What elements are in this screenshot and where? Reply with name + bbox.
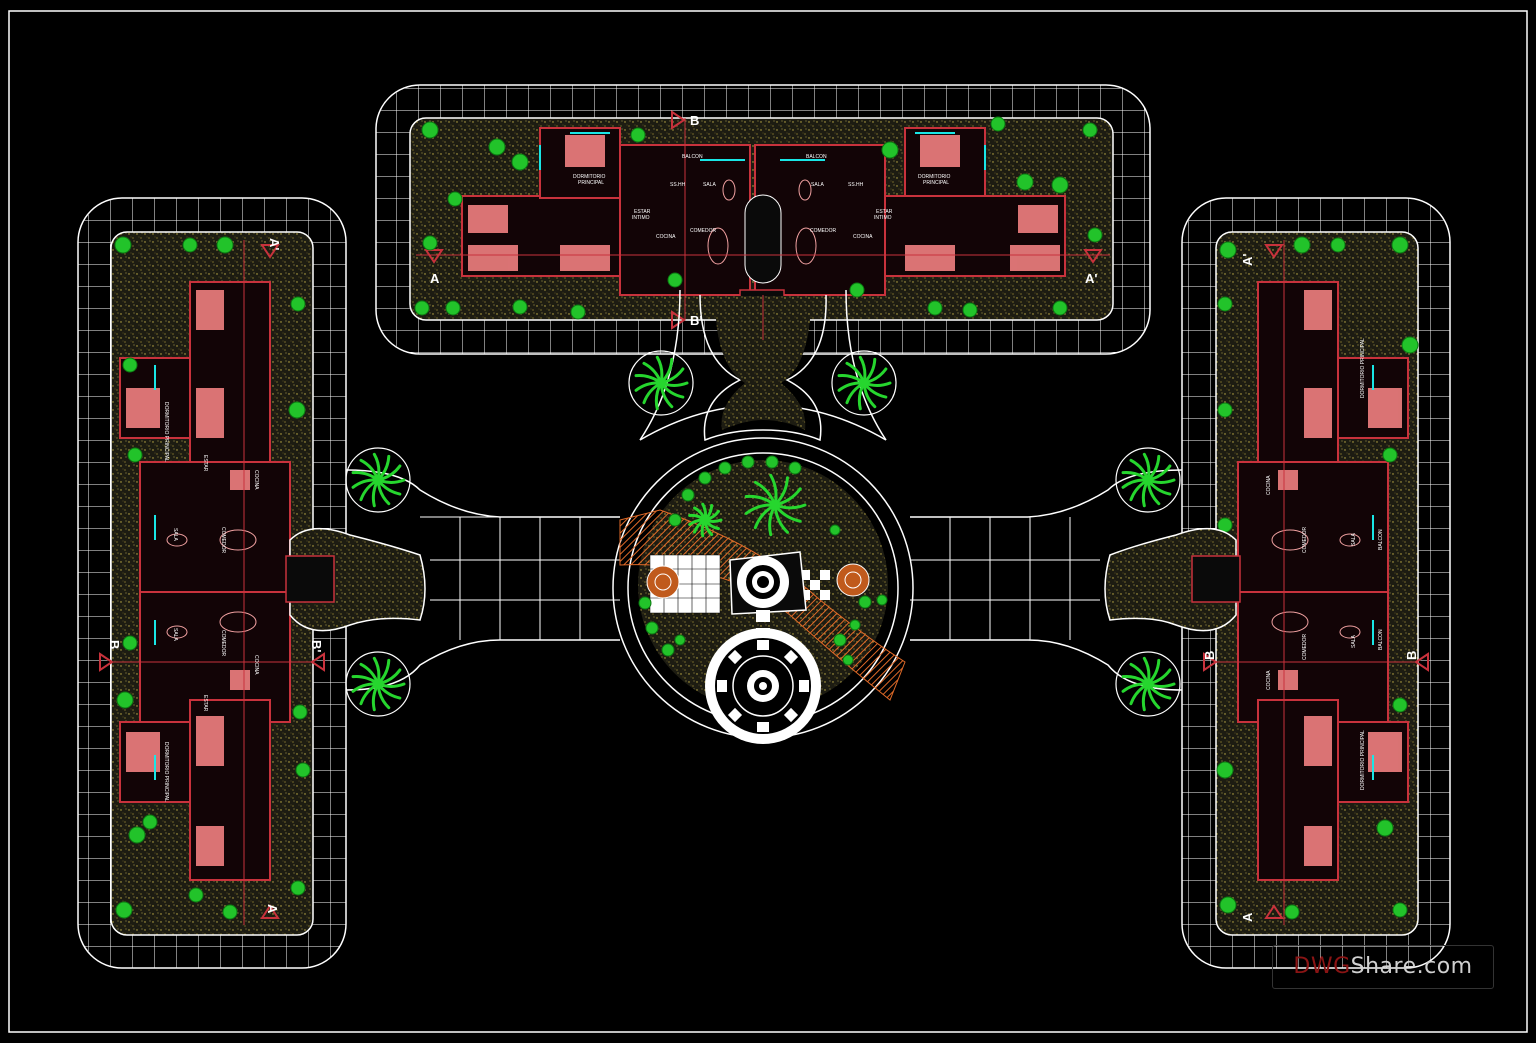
room-label: DORMITORIO PRINCIPAL — [163, 402, 169, 462]
palm-trunk — [770, 500, 780, 510]
left-planter — [289, 527, 426, 632]
room-label: BALCON — [682, 154, 703, 160]
room-label: SALA — [703, 182, 716, 188]
room-label: DORMITORIO — [573, 174, 606, 180]
room-label: SALA — [1351, 635, 1357, 648]
top-building-block: BALCON BALCON DORMITORIO PRINCIPAL DORMI… — [375, 84, 1151, 355]
room-label: BALCON — [1378, 529, 1384, 550]
palm-trunk — [373, 475, 383, 485]
palm-trunk — [1143, 679, 1153, 689]
right-planter — [1104, 527, 1237, 632]
room-label: SS.HH — [670, 182, 686, 188]
room-label: COMEDOR — [810, 228, 837, 234]
watermark: DWGShare.com — [1272, 945, 1494, 989]
room-label: DORMITORIO PRINCIPAL — [163, 742, 169, 802]
room-label: COMEDOR — [690, 228, 717, 234]
section-mark: B' — [309, 640, 324, 652]
hedge-dots — [638, 455, 888, 666]
section-mark: B — [1202, 651, 1217, 660]
section-mark: A — [1240, 912, 1255, 922]
section-mark: A' — [267, 238, 282, 250]
room-label: PRINCIPAL — [578, 180, 604, 186]
room-label: BALCON — [1378, 629, 1384, 650]
room-label: DORMITORIO PRINCIPAL — [1360, 730, 1366, 790]
room-label: PRINCIPAL — [923, 180, 949, 186]
shrub-group — [1216, 236, 1419, 920]
section-mark: A' — [1085, 271, 1097, 286]
palm-trunk — [373, 679, 383, 689]
palm-trunk — [859, 378, 869, 388]
section-mark: A — [430, 271, 440, 286]
room-label: SALA — [811, 182, 824, 188]
palm-trunk — [656, 378, 666, 388]
room-label: COMEDOR — [220, 527, 226, 554]
shrub-group — [114, 236, 311, 920]
section-mark: B — [690, 113, 699, 128]
room-label: COCINA — [1266, 670, 1272, 690]
room-label: INTIMO — [632, 215, 650, 221]
watermark-brand-a: DWG — [1293, 954, 1351, 979]
room-label: ESTAR — [202, 455, 208, 472]
room-label: DORMITORIO — [918, 174, 951, 180]
room-label: ESTAR — [876, 209, 893, 215]
room-label: BALCON — [806, 154, 827, 160]
palm-tree-group — [345, 350, 1181, 717]
room-label: COMEDOR — [220, 630, 226, 657]
section-mark: B — [107, 640, 122, 649]
room-label: SALA — [172, 628, 178, 641]
section-mark: B — [1404, 651, 1419, 660]
drawing-frame — [8, 10, 1528, 1033]
shrub-group — [414, 116, 1103, 320]
room-label: COCINA — [853, 234, 873, 240]
room-label: COCINA — [656, 234, 676, 240]
room-label: SALA — [172, 528, 178, 541]
room-label: SALA — [1351, 533, 1357, 546]
room-label: COCINA — [253, 470, 259, 490]
room-label: COCINA — [1266, 475, 1272, 495]
room-label: COMEDOR — [1302, 634, 1308, 661]
room-label: ESTAR — [202, 695, 208, 712]
palm-trunk — [1143, 475, 1153, 485]
room-label: SS.HH — [848, 182, 864, 188]
left-building-block: DORMITORIO PRINCIPAL COMEDOR COMEDOR SAL… — [77, 197, 347, 969]
right-building-block: DORMITORIO PRINCIPAL COMEDOR COMEDOR SAL… — [1181, 197, 1451, 969]
room-label: COCINA — [253, 655, 259, 675]
palm-trunk — [700, 515, 710, 525]
room-label: COMEDOR — [1302, 527, 1308, 554]
section-mark: A — [265, 904, 280, 914]
room-label: DORMITORIO PRINCIPAL — [1360, 338, 1366, 398]
watermark-brand-b: Share.com — [1350, 954, 1473, 979]
section-mark: A' — [1240, 254, 1255, 266]
room-label: ESTAR — [634, 209, 651, 215]
section-mark: B' — [690, 313, 702, 328]
room-label: INTIMO — [874, 215, 892, 221]
